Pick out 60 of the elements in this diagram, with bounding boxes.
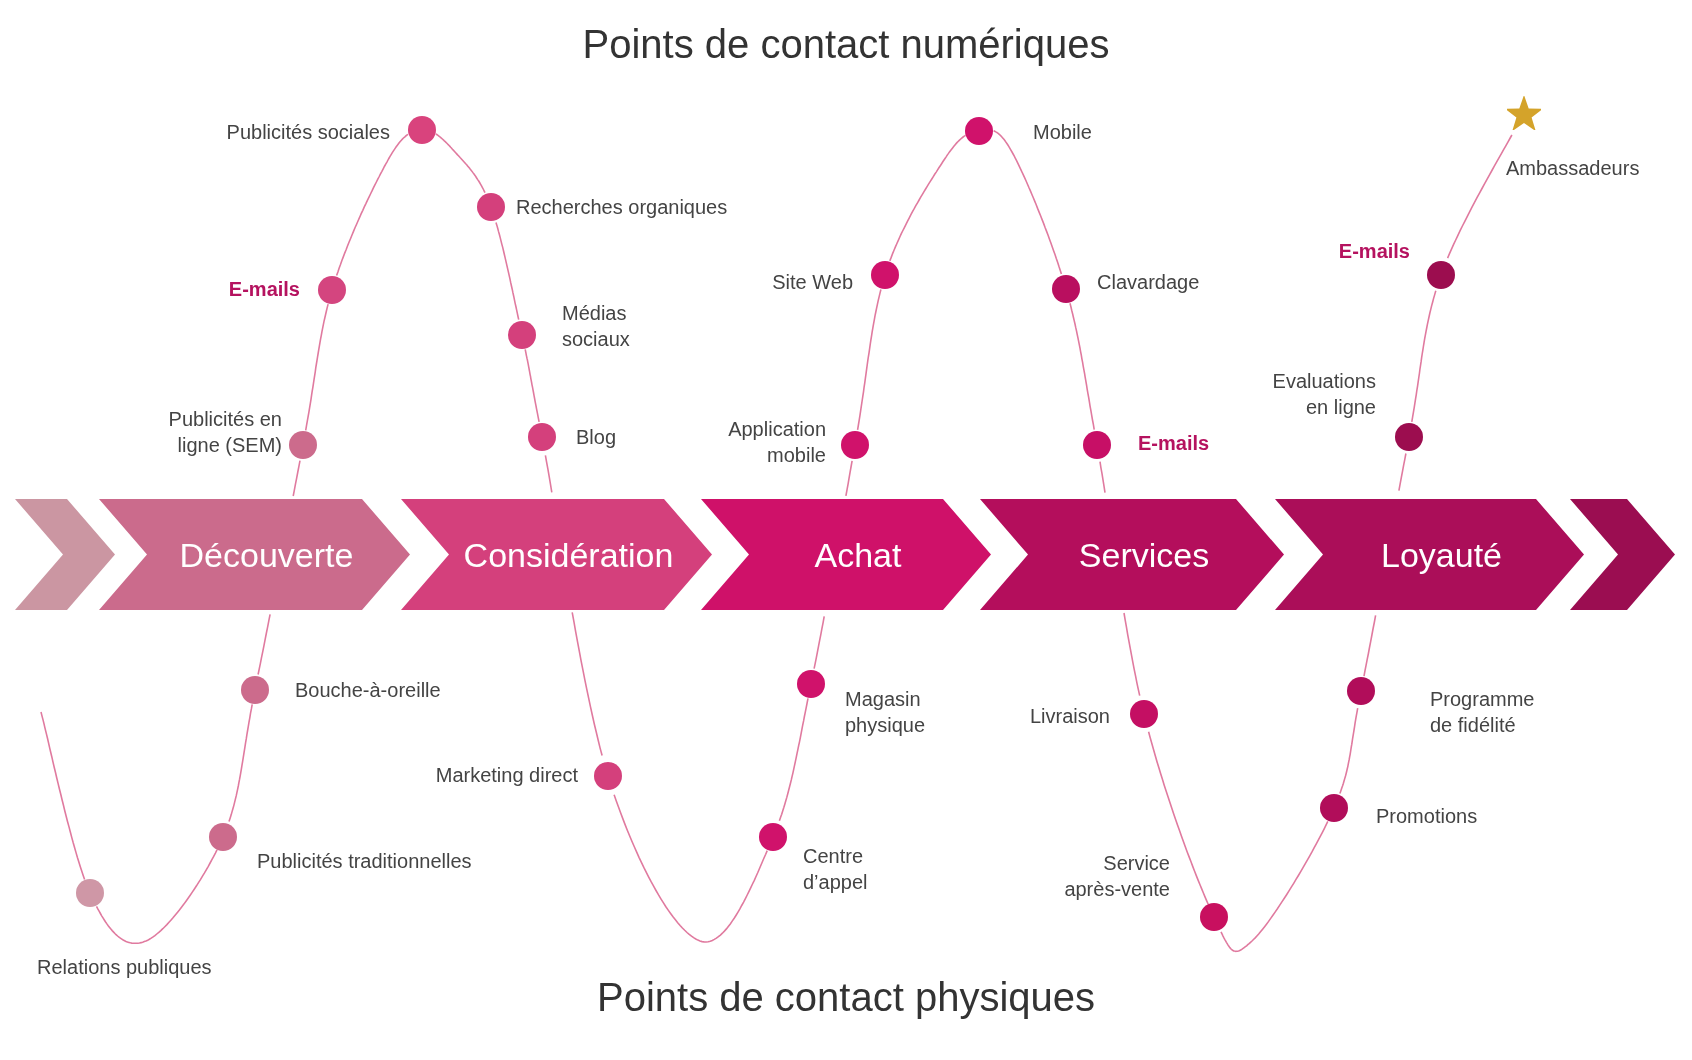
touchpoint-label: Mobile bbox=[1033, 120, 1092, 145]
curve-line bbox=[1069, 302, 1095, 431]
touchpoint-label: E-mails bbox=[1138, 431, 1210, 456]
touchpoint-label: E-mails bbox=[1338, 239, 1410, 264]
stage-label: Services bbox=[1078, 534, 1210, 575]
stage-label: Découverte bbox=[179, 534, 354, 575]
curve-line bbox=[524, 348, 540, 423]
curve-line bbox=[571, 611, 603, 757]
touchpoint-label: Blog bbox=[576, 425, 617, 450]
stage-label: Considération bbox=[463, 534, 674, 575]
curve-line bbox=[1411, 290, 1437, 423]
curve-line bbox=[845, 460, 853, 497]
curve-line bbox=[613, 793, 768, 943]
curve-line bbox=[1398, 452, 1407, 492]
stage-label: Achat bbox=[814, 534, 902, 575]
touchpoint-label: Publicités sociales bbox=[226, 120, 390, 145]
curve-line bbox=[1147, 731, 1209, 905]
curve-line bbox=[292, 459, 301, 497]
curve-line bbox=[95, 849, 218, 945]
curve-line bbox=[992, 130, 1063, 275]
touchpoint-label: Publicités en ligne (SEM) bbox=[167, 407, 282, 458]
curve-line bbox=[856, 288, 882, 431]
curve-line bbox=[40, 711, 86, 881]
touchpoint-label: Application mobile bbox=[727, 417, 826, 468]
curve-line bbox=[889, 134, 967, 262]
touchpoint-label: Centre d’appel bbox=[803, 844, 869, 895]
touchpoint-label: Service après-vente bbox=[1063, 851, 1170, 902]
touchpoint-label: Médias sociaux bbox=[562, 301, 631, 352]
curve-line bbox=[1099, 460, 1106, 494]
curve-line bbox=[228, 703, 253, 823]
curve-line bbox=[544, 454, 553, 494]
curve-line bbox=[435, 133, 486, 194]
title: Points de contact numériques bbox=[582, 22, 1110, 67]
touchpoint-label: Promotions bbox=[1376, 804, 1478, 829]
curve-line bbox=[1220, 820, 1329, 953]
curve-line bbox=[1123, 612, 1141, 697]
touchpoint-label: Bouche-à-oreille bbox=[295, 678, 441, 703]
curve-line bbox=[778, 697, 809, 822]
stage-label: Loyauté bbox=[1381, 534, 1502, 575]
touchpoint-label: Evaluations en ligne bbox=[1271, 369, 1376, 420]
touchpoint-label: Programme de fidélité bbox=[1430, 687, 1536, 738]
curve-line bbox=[304, 303, 329, 432]
touchpoint-label: Livraison bbox=[1029, 704, 1110, 729]
touchpoint-label: Publicités traditionnelles bbox=[257, 849, 472, 874]
touchpoint-label: Magasin physique bbox=[845, 687, 927, 738]
curve-line bbox=[1339, 707, 1359, 795]
caption: Points de contact physiques bbox=[596, 975, 1096, 1020]
touchpoint-label: E-mails bbox=[228, 277, 300, 302]
curve-line bbox=[495, 221, 520, 321]
curve-line bbox=[813, 615, 825, 670]
touchpoint-label: Clavardage bbox=[1097, 270, 1200, 295]
touchpoint-label: Ambassadeurs bbox=[1506, 156, 1640, 181]
touchpoint-label: Relations publiques bbox=[37, 955, 212, 980]
curve-line bbox=[335, 133, 409, 277]
touchpoint-label: Site Web bbox=[772, 270, 853, 295]
touchpoint-label: Marketing direct bbox=[435, 763, 578, 788]
touchpoint-label: Recherches organiques bbox=[516, 195, 728, 220]
curve-line bbox=[1363, 614, 1377, 677]
curve-line bbox=[257, 613, 271, 676]
curve-line bbox=[1446, 134, 1513, 259]
